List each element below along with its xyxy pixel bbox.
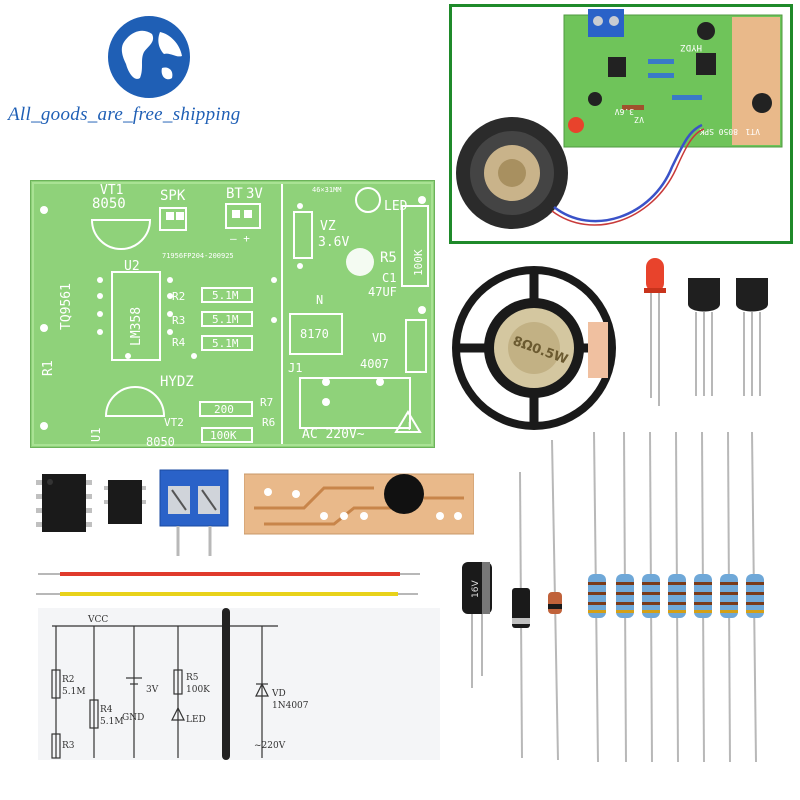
ic-chip-small [104,480,146,524]
schematic-220v: ~220V [254,741,286,751]
sound-module-board [244,473,474,535]
inset-label-vt1: VT1 [745,127,760,136]
schematic-3v: 3V [146,685,159,695]
inset-label-36v: 3.6V [615,107,634,116]
pcb-label-bt: BT [226,186,243,202]
led-component [644,258,666,406]
ic-chip-lm358 [36,474,92,532]
pcb-label-c1: C1 [382,271,396,285]
schematic-51m-r2: 5.1M [62,687,86,697]
pcb-label-u2: U2 [124,259,140,274]
pcb-label-vt2: VT2 [164,416,184,429]
pcb-label-vd: VD [372,331,386,345]
pcb-label-51m-a: 5.1M [212,289,239,302]
jumper-wires [36,572,420,596]
pcb-label-51m-b: 5.1M [212,313,239,326]
transistor-vt2 [736,278,768,396]
inset-label-spk: SPK [699,127,714,136]
schematic-gnd: GND [122,713,144,723]
zener-diode [548,439,562,761]
transistor-vt1 [688,278,720,396]
schematic-r3: R3 [62,741,75,751]
pcb-label-100k-r5: 100K [412,249,425,276]
capacitor-voltage-label: 16V [471,580,481,598]
schematic-r4: R4 [100,705,113,715]
pcb-label-n: N [316,293,323,307]
globe-icon [106,14,192,100]
pcb-label-r3: R3 [172,314,185,327]
pcb-warning-icon: ! [406,420,413,433]
pcb-board: VT1 8050 SPK BT 3V – + 46×31MM LED VZ 3.… [30,180,435,448]
pcb-label-r5: R5 [380,250,397,266]
schematic-vcc: VCC [87,615,108,625]
instruction-sheet: VCC R2 5.1M R4 5.1M R3 3V GND R5 100K LE… [38,608,440,760]
inset-label-8050: 8050 [719,127,738,136]
electrolytic-capacitor: 16V [462,562,492,688]
pcb-label-r1: R1 [41,360,56,376]
pcb-label-code: 71956FP204-200925 [162,252,234,260]
schematic-100k: 100K [186,685,210,695]
pcb-label-47uf: 47UF [368,285,397,299]
pcb-label-8170: 8170 [300,327,329,341]
pcb-label-r7: R7 [260,396,273,409]
pcb-label-j1: J1 [288,361,302,375]
pcb-label-8050-bot: 8050 [146,435,175,448]
pcb-label-led: LED [384,199,408,214]
diode-1n4007 [512,471,530,759]
pcb-label-polarity: – + [230,232,250,245]
pcb-label-3v: 3V [246,186,263,202]
pcb-label-51m-c: 5.1M [212,337,239,350]
pcb-label-r4: R4 [172,336,186,349]
pcb-label-u1: U1 [89,428,103,442]
schematic-r5: R5 [186,673,199,683]
schematic-vd: VD [271,689,286,699]
inset-label-hydz: HYDZ [680,42,702,52]
pcb-label-36v: 3.6V [318,235,349,250]
pcb-label-200: 200 [214,403,234,416]
screw-terminal [159,469,229,556]
pcb-label-vz: VZ [320,219,336,234]
pcb-label-4007: 4007 [360,357,389,371]
inset-label-vz: VZ [634,115,644,124]
pcb-label-size: 46×31MM [312,186,342,194]
resistor-set [588,431,764,763]
pcb-label-r2: R2 [172,290,185,303]
pcb-label-8050-top: 8050 [92,196,126,212]
pcb-label-tq9561: TQ9561 [59,283,74,330]
pcb-label-vt1: VT1 [100,183,123,198]
schematic-51m-r4: 5.1M [100,717,124,727]
pcb-label-lm358: LM358 [129,307,144,346]
schematic-led: LED [186,715,206,725]
schematic-r2: R2 [62,675,75,685]
schematic-1n4007: 1N4007 [272,701,309,711]
pcb-label-ac220v: AC 220V~ [302,427,365,442]
pcb-label-hydz: HYDZ [160,374,194,390]
assembled-kit-photo: HYDZ VZ 3.6V 8050 SPK VT1 [449,4,793,244]
store-name: All_goods_are_free_shipping [8,104,241,125]
pcb-label-100k: 100K [210,429,237,442]
pcb-label-r6: R6 [262,416,275,429]
speaker-component: 8Ω0.5W [452,266,616,430]
pcb-label-spk: SPK [160,188,186,204]
